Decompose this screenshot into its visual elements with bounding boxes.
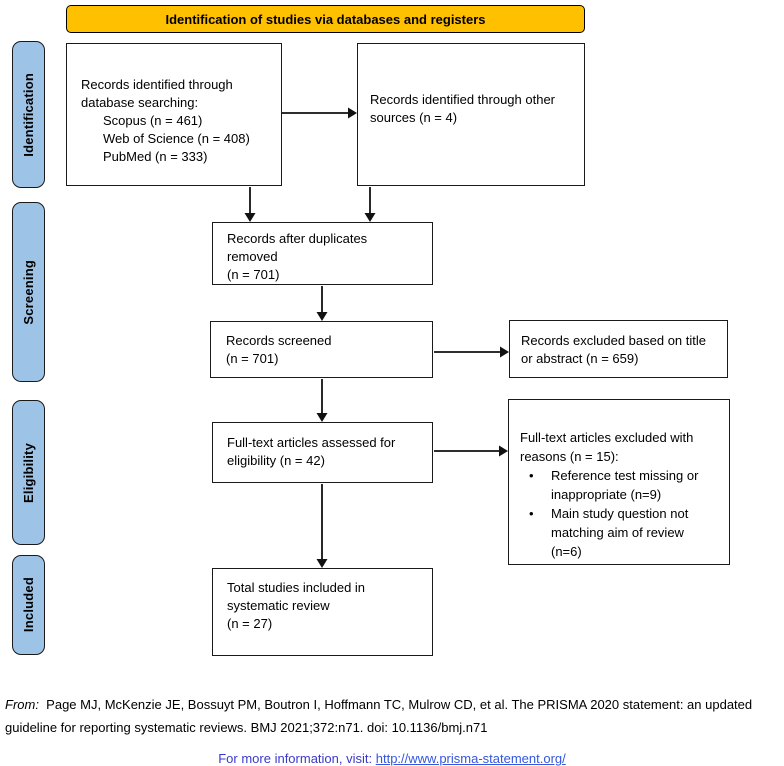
bullet-icon: • (529, 468, 534, 483)
bullet-text: Main study question not matching aim of … (551, 506, 689, 559)
box-records-screened: Records screened (n = 701) (210, 321, 433, 378)
bullet-icon: • (529, 506, 534, 521)
citation-from-label: From: (5, 697, 39, 712)
header-banner: Identification of studies via databases … (66, 5, 585, 33)
box-total-included: Total studies included in systematic rev… (212, 568, 433, 656)
box-duplicates-removed: Records after duplicates removed (n = 70… (212, 222, 433, 285)
stage-screening: Screening (12, 202, 45, 382)
exclusion-reason: • Reference test missing or inappropriat… (529, 466, 723, 504)
stage-label: Identification (21, 72, 36, 157)
box-text: Total studies included in systematic rev… (227, 580, 366, 631)
box-text: Records after duplicates removed (n = 70… (227, 231, 368, 282)
box-records-identified-db: Records identified through database sear… (66, 43, 282, 186)
box-text: Records identified through database sear… (81, 77, 233, 110)
stage-label: Included (21, 577, 36, 633)
box-fulltext-excluded: Full-text articles excluded with reasons… (508, 399, 730, 565)
stage-label: Eligibility (21, 442, 36, 503)
bullet-text: Reference test missing or inappropriate … (551, 468, 699, 502)
db-source-web-of-science: Web of Science (n = 408) (103, 131, 250, 146)
citation-text: Page MJ, McKenzie JE, Bossuyt PM, Boutro… (5, 697, 753, 735)
more-info-prefix: For more information, visit: (218, 751, 376, 766)
arrow-duplicates-to-screened (316, 286, 328, 321)
arrow-other-to-duplicates (364, 187, 376, 222)
box-text: Records screened (n = 701) (226, 333, 332, 366)
arrow-screened-to-fulltext (316, 379, 328, 422)
arrow-fulltext-to-included (316, 484, 328, 568)
box-text: Full-text articles assessed for eligibil… (227, 435, 396, 468)
box-text: Full-text articles excluded with reasons… (520, 430, 694, 464)
db-source-scopus: Scopus (n = 461) (103, 113, 203, 128)
box-records-excluded: Records excluded based on title or abstr… (509, 320, 728, 378)
stage-label: Screening (21, 259, 36, 325)
exclusion-reason: • Main study question not matching aim o… (529, 504, 723, 561)
arrow-db-to-duplicates (244, 187, 256, 222)
stage-identification: Identification (12, 41, 45, 188)
arrow-fulltext-to-excluded (434, 445, 508, 457)
box-text: Records identified through other sources… (370, 92, 556, 125)
box-text: Records excluded based on title or abstr… (521, 333, 707, 366)
stage-included: Included (12, 555, 45, 655)
more-info: For more information, visit: http://www.… (0, 751, 784, 766)
header-title: Identification of studies via databases … (165, 11, 486, 27)
arrow-screened-to-excluded (434, 346, 509, 358)
prisma-link[interactable]: http://www.prisma-statement.org/ (375, 751, 566, 766)
box-records-identified-other: Records identified through other sources… (357, 43, 585, 186)
arrow-db-to-other-sources (282, 107, 357, 119)
db-source-pubmed: PubMed (n = 333) (103, 149, 208, 164)
box-fulltext-assessed: Full-text articles assessed for eligibil… (212, 422, 433, 483)
stage-eligibility: Eligibility (12, 400, 45, 545)
citation: From: Page MJ, McKenzie JE, Bossuyt PM, … (5, 693, 783, 739)
